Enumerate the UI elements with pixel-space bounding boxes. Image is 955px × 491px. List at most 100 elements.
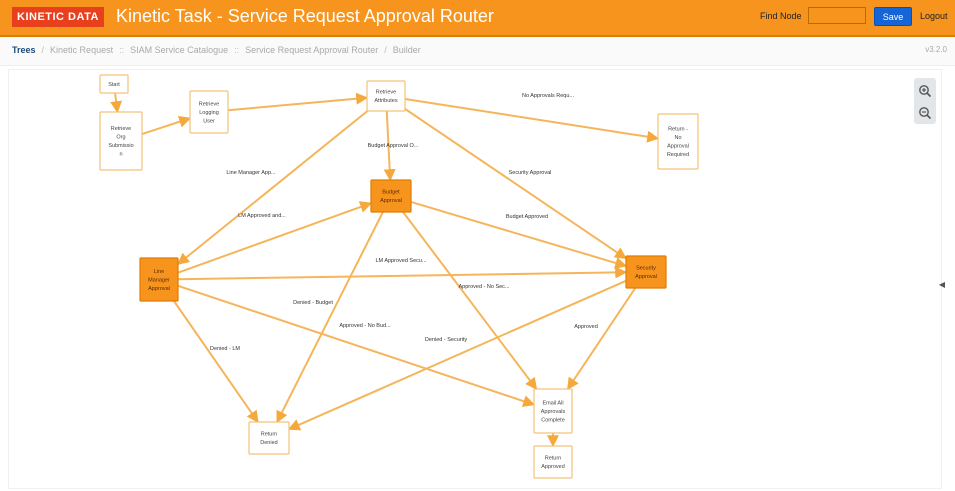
zoom-in-button[interactable] bbox=[914, 80, 936, 102]
connector-label[interactable]: Denied - Security bbox=[425, 337, 467, 343]
node-label-line: Retrieve bbox=[111, 126, 131, 132]
connector-retrieve_org-to-retrieve_logging[interactable] bbox=[141, 115, 192, 136]
connector-label[interactable]: Line Manager App... bbox=[226, 170, 276, 176]
breadcrumb-separator: :: bbox=[234, 45, 240, 55]
connector-security_approval-to-email_all_approvals[interactable] bbox=[566, 287, 637, 390]
breadcrumb-bar: Trees / Kinetic Request::SIAM Service Cata… bbox=[0, 37, 955, 66]
node-label-line: Denied bbox=[260, 440, 277, 446]
connector-line_manager_approval-to-email_all_approvals[interactable] bbox=[177, 284, 536, 407]
node-label-line: Manager bbox=[148, 277, 170, 283]
connector-retrieve_attributes-to-budget_approval[interactable] bbox=[383, 110, 396, 182]
connector-label[interactable]: Budget Approved bbox=[506, 214, 548, 220]
zoom-in-icon bbox=[919, 85, 932, 98]
node-label-line: Return bbox=[261, 432, 278, 438]
save-button[interactable]: Save bbox=[874, 7, 912, 26]
node-box[interactable] bbox=[533, 445, 573, 479]
find-node-label: Find Node bbox=[760, 11, 802, 21]
connector-label[interactable]: Security Approval bbox=[509, 170, 552, 176]
breadcrumb-siam-catalogue[interactable]: SIAM Service Catalogue bbox=[130, 45, 229, 55]
version-label: v3.2.0 bbox=[925, 45, 947, 54]
connector-label[interactable]: LM Approved and... bbox=[238, 213, 286, 219]
zoom-out-button[interactable] bbox=[914, 102, 936, 124]
node-box[interactable] bbox=[625, 255, 667, 289]
node-label-line: Email All bbox=[542, 400, 563, 406]
sidebar-toggle-button[interactable]: ◀ bbox=[937, 278, 947, 290]
node-label-line: Approval bbox=[148, 286, 170, 292]
tree-node-start[interactable]: Start bbox=[99, 74, 129, 94]
node-label-line: Submissio bbox=[108, 143, 133, 149]
chevron-left-icon: ◀ bbox=[938, 279, 946, 289]
connector-budget_approval-to-return_denied[interactable] bbox=[276, 211, 384, 424]
connector-start-to-retrieve_org[interactable] bbox=[110, 92, 123, 114]
connector-label[interactable]: No Approvals Requ... bbox=[522, 93, 574, 99]
node-box[interactable] bbox=[657, 113, 699, 170]
node-box[interactable] bbox=[139, 257, 179, 302]
logout-link[interactable]: Logout bbox=[920, 11, 948, 21]
node-box[interactable] bbox=[366, 80, 406, 112]
edges-layer bbox=[110, 92, 660, 448]
breadcrumb-kinetic-request[interactable]: Kinetic Request bbox=[50, 45, 114, 55]
breadcrumb: Trees / Kinetic Request::SIAM Service Cata… bbox=[12, 45, 421, 55]
node-label-line: n bbox=[119, 152, 122, 158]
breadcrumb-trees[interactable]: Trees bbox=[12, 45, 36, 55]
node-label-line: Retrieve bbox=[376, 90, 396, 96]
node-label-line: Return bbox=[545, 456, 562, 462]
connector-label[interactable]: LM Approved Secu... bbox=[375, 258, 427, 264]
app-title: Kinetic Task - Service Request Approval … bbox=[116, 6, 494, 26]
edge-labels-layer: No Approvals Requ... Budget Approval O...… bbox=[210, 93, 598, 352]
connector-line_manager_approval-to-budget_approval[interactable] bbox=[177, 201, 373, 274]
breadcrumb-separator: / bbox=[41, 45, 45, 55]
node-label-line: Approval bbox=[635, 274, 657, 280]
connector-label[interactable]: Approved - No Sec... bbox=[458, 284, 510, 290]
connector-label[interactable]: Denied - Budget bbox=[293, 300, 333, 306]
breadcrumb-builder: Builder bbox=[392, 45, 421, 55]
node-label-line: Retrieve bbox=[199, 101, 219, 107]
top-header-bar: KINETIC DATA Kinetic Task - Service Requ… bbox=[0, 0, 955, 37]
node-label-line: Return - bbox=[668, 127, 688, 133]
node-label-line: Start bbox=[108, 82, 120, 88]
find-node-input[interactable] bbox=[808, 7, 866, 24]
node-label-line: Org bbox=[116, 135, 125, 141]
connector-label[interactable]: Approved - No Bud... bbox=[339, 323, 391, 329]
connector-label[interactable]: Approved bbox=[574, 324, 598, 330]
breadcrumb-separator: :: bbox=[119, 45, 125, 55]
node-box[interactable] bbox=[189, 90, 229, 134]
node-label-line: Approval bbox=[380, 198, 402, 204]
connector-label[interactable]: Denied - LM bbox=[210, 346, 240, 352]
node-label-line: Line bbox=[154, 269, 164, 275]
node-label-line: Attributes bbox=[374, 98, 397, 104]
connector-retrieve_attributes-to-line_manager_approval[interactable] bbox=[177, 110, 369, 265]
node-label-line: Required bbox=[667, 152, 689, 158]
node-box[interactable] bbox=[99, 74, 129, 94]
connector-retrieve_attributes-to-security_approval[interactable] bbox=[404, 108, 627, 260]
breadcrumb-tree-name[interactable]: Service Request Approval Router bbox=[245, 45, 379, 55]
connector-retrieve_logging-to-retrieve_attributes[interactable] bbox=[227, 92, 369, 112]
connector-budget_approval-to-email_all_approvals[interactable] bbox=[402, 211, 538, 390]
node-label-line: Approvals bbox=[541, 409, 566, 415]
connector-security_approval-to-return_denied[interactable] bbox=[287, 279, 627, 431]
connector-retrieve_attributes-to-return_no_approval[interactable] bbox=[404, 97, 660, 143]
kinetic-data-logo[interactable]: KINETIC DATA bbox=[12, 7, 104, 27]
connector-line_manager_approval-to-security_approval[interactable] bbox=[177, 266, 628, 281]
connector-line_manager_approval-to-return_denied[interactable] bbox=[173, 300, 259, 423]
node-label-line: Complete bbox=[541, 417, 565, 423]
node-box[interactable] bbox=[99, 111, 143, 171]
node-box[interactable] bbox=[533, 388, 573, 434]
node-box[interactable] bbox=[248, 421, 290, 455]
node-box[interactable] bbox=[370, 179, 412, 213]
connector-budget_approval-to-security_approval[interactable] bbox=[410, 201, 628, 269]
connector-label[interactable]: Budget Approval O... bbox=[368, 143, 419, 149]
node-label-line: Approved bbox=[541, 464, 565, 470]
